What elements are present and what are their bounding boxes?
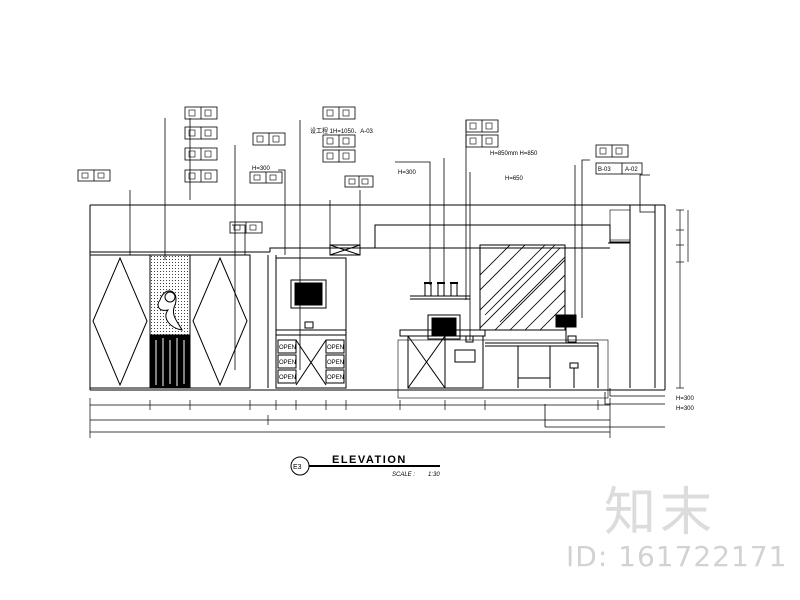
callout-tags [77, 106, 643, 234]
callout-h300-right2: H=300 [676, 406, 695, 412]
watermark-id: ID: 161722171 [566, 540, 788, 573]
open-label: OPEN [279, 375, 296, 381]
callout-h300-center: H=300 [398, 170, 417, 176]
tag-symbols [81, 109, 623, 231]
open-label: OPEN [279, 345, 296, 351]
leader-lines [129, 118, 665, 428]
callout-a02: A-02 [625, 167, 638, 173]
scale-value: 1:30 [428, 472, 440, 478]
open-label: OPEN [279, 360, 296, 366]
open-label: OPEN [327, 375, 344, 381]
open-label: OPEN [327, 360, 344, 366]
callout-h1050: 设工程 1H=1050、A-03 [310, 127, 374, 135]
open-label: OPEN [327, 345, 344, 351]
watermark-logo: 知末 [604, 483, 717, 543]
callout-b03: B-03 [598, 167, 611, 173]
open-labels: OPEN OPEN OPEN OPEN OPEN OPEN [279, 345, 344, 381]
title-block: E3 ELEVATION SCALE : 1:30 [293, 454, 440, 478]
tv-cabinet [267, 255, 347, 389]
callout-h850: H=850mm H=850 [490, 151, 538, 157]
jar-shelf [410, 282, 470, 300]
callout-texts: 设工程 1H=1050、A-03 H=300 H=850mm H=850 H=6… [252, 127, 695, 412]
dimension-lines [89, 209, 689, 438]
right-wall [608, 205, 656, 388]
callout-h300-left: H=300 [252, 166, 271, 172]
drawing-title: ELEVATION [332, 454, 407, 466]
callout-h650: H=650 [505, 176, 524, 182]
mirror-panel [479, 244, 566, 331]
wall-lamp [329, 244, 361, 256]
scale-label: SCALE : [392, 472, 415, 478]
callout-h300-right: H=300 [676, 396, 695, 402]
decorative-screen [149, 254, 191, 389]
desk-counter [397, 314, 609, 399]
view-tag: E3 [293, 464, 302, 471]
view-tag-symbol [290, 456, 440, 476]
